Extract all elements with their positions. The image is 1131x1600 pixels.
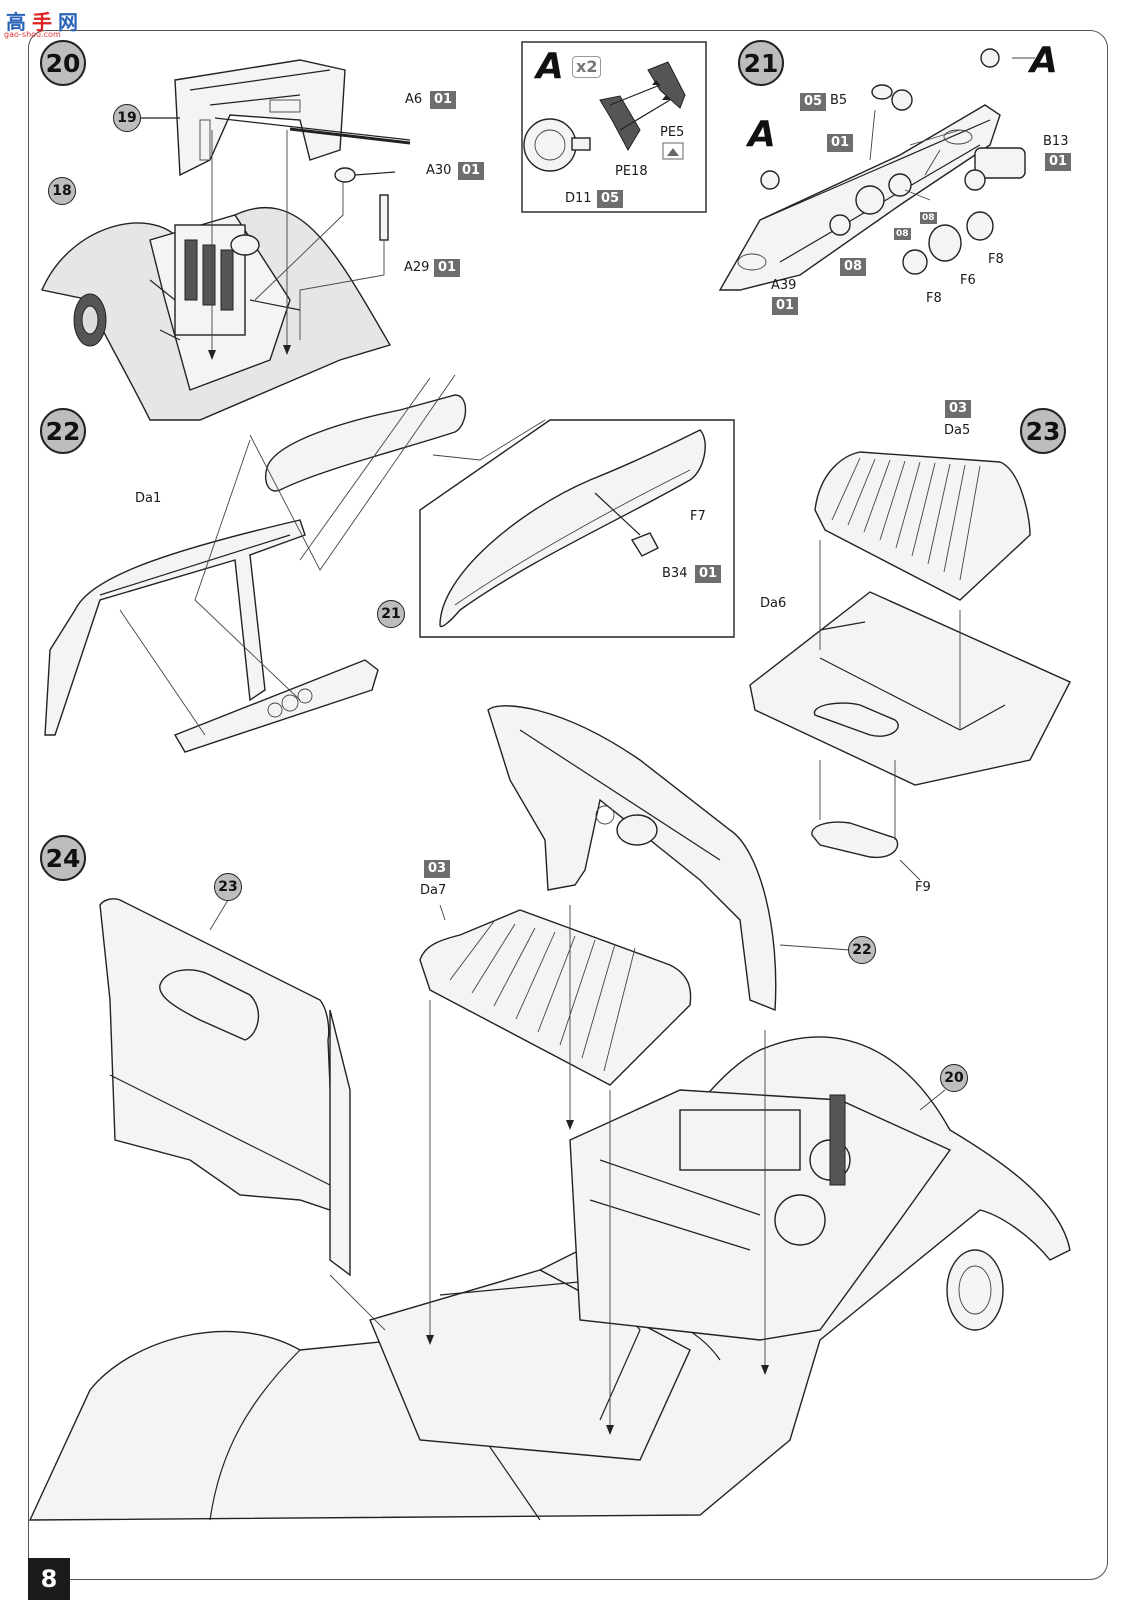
sprue-badge-a30: 01 (458, 162, 485, 180)
sprue-badge-gauge: 01 (827, 134, 854, 152)
part-label-b5: B5 (830, 93, 848, 108)
sprue-badge-da7: 03 (424, 860, 451, 878)
step-24-drawing (28, 705, 1071, 1521)
sprue-badge-a39: 01 (772, 297, 799, 315)
step-number-23: 23 (1020, 408, 1066, 454)
part-label-da5: Da5 (944, 423, 971, 438)
sprue-badge-f8: 08 (840, 258, 867, 276)
part-label-b13: B13 (1043, 134, 1069, 149)
step-22-drawing (44, 374, 467, 753)
part-label-a29: A29 (404, 260, 430, 275)
sprue-badge-a6: 01 (430, 91, 457, 109)
ref-step-20: 20 (940, 1064, 968, 1092)
sprue-badge-d11: 05 (597, 190, 624, 208)
sprue-badge-a29: 01 (434, 259, 461, 277)
step-23-drawing (749, 451, 1071, 881)
ref-step-23: 23 (214, 873, 242, 901)
inset-a-drawing (521, 41, 707, 213)
part-label-a6: A6 (405, 92, 423, 107)
part-label-da7: Da7 (420, 883, 447, 898)
sprue-badge-b5: 05 (800, 93, 827, 111)
inset-a-letter: A (536, 46, 564, 87)
ref-step-21: 21 (377, 600, 405, 628)
part-label-da6: Da6 (760, 596, 787, 611)
part-label-f8-left: F8 (926, 291, 942, 306)
fitting-a-letter-left: A (748, 114, 776, 155)
ref-step-22: 22 (848, 936, 876, 964)
step-20-drawing (41, 59, 411, 421)
part-label-f7: F7 (690, 509, 706, 524)
step-number-21: 21 (738, 40, 784, 86)
part-label-a30: A30 (426, 163, 452, 178)
page-number: 8 (28, 1558, 70, 1600)
sprue-badge-gauge-small-2: 08 (894, 228, 911, 240)
watermark-logo: 高 手 网 gao-shou.com (4, 10, 78, 39)
fitting-a-letter-right: A (1030, 40, 1058, 81)
part-label-d11: D11 (565, 191, 592, 206)
part-label-b34: B34 (662, 566, 688, 581)
part-label-da1: Da1 (135, 491, 162, 506)
ref-step-19: 19 (113, 104, 141, 132)
part-label-pe18: PE18 (615, 164, 648, 179)
step-21-drawing (718, 48, 1035, 291)
sprue-badge-da5: 03 (945, 400, 972, 418)
page-frame (28, 30, 1108, 1580)
part-label-f9: F9 (915, 880, 931, 895)
step-number-24: 24 (40, 835, 86, 881)
sprue-badge-gauge-small-1: 08 (920, 212, 937, 224)
part-label-f8-right: F8 (988, 252, 1004, 267)
quantity-multiplier: x2 (572, 56, 602, 78)
sprue-badge-b34: 01 (695, 565, 722, 583)
part-label-f6: F6 (960, 273, 976, 288)
step-number-20: 20 (40, 40, 86, 86)
sprue-badge-b13: 01 (1045, 153, 1072, 171)
ref-step-18: 18 (48, 177, 76, 205)
step-number-22: 22 (40, 408, 86, 454)
part-label-a39: A39 (771, 278, 797, 293)
inset-f7-drawing (419, 419, 735, 638)
part-label-pe5: PE5 (660, 125, 685, 140)
